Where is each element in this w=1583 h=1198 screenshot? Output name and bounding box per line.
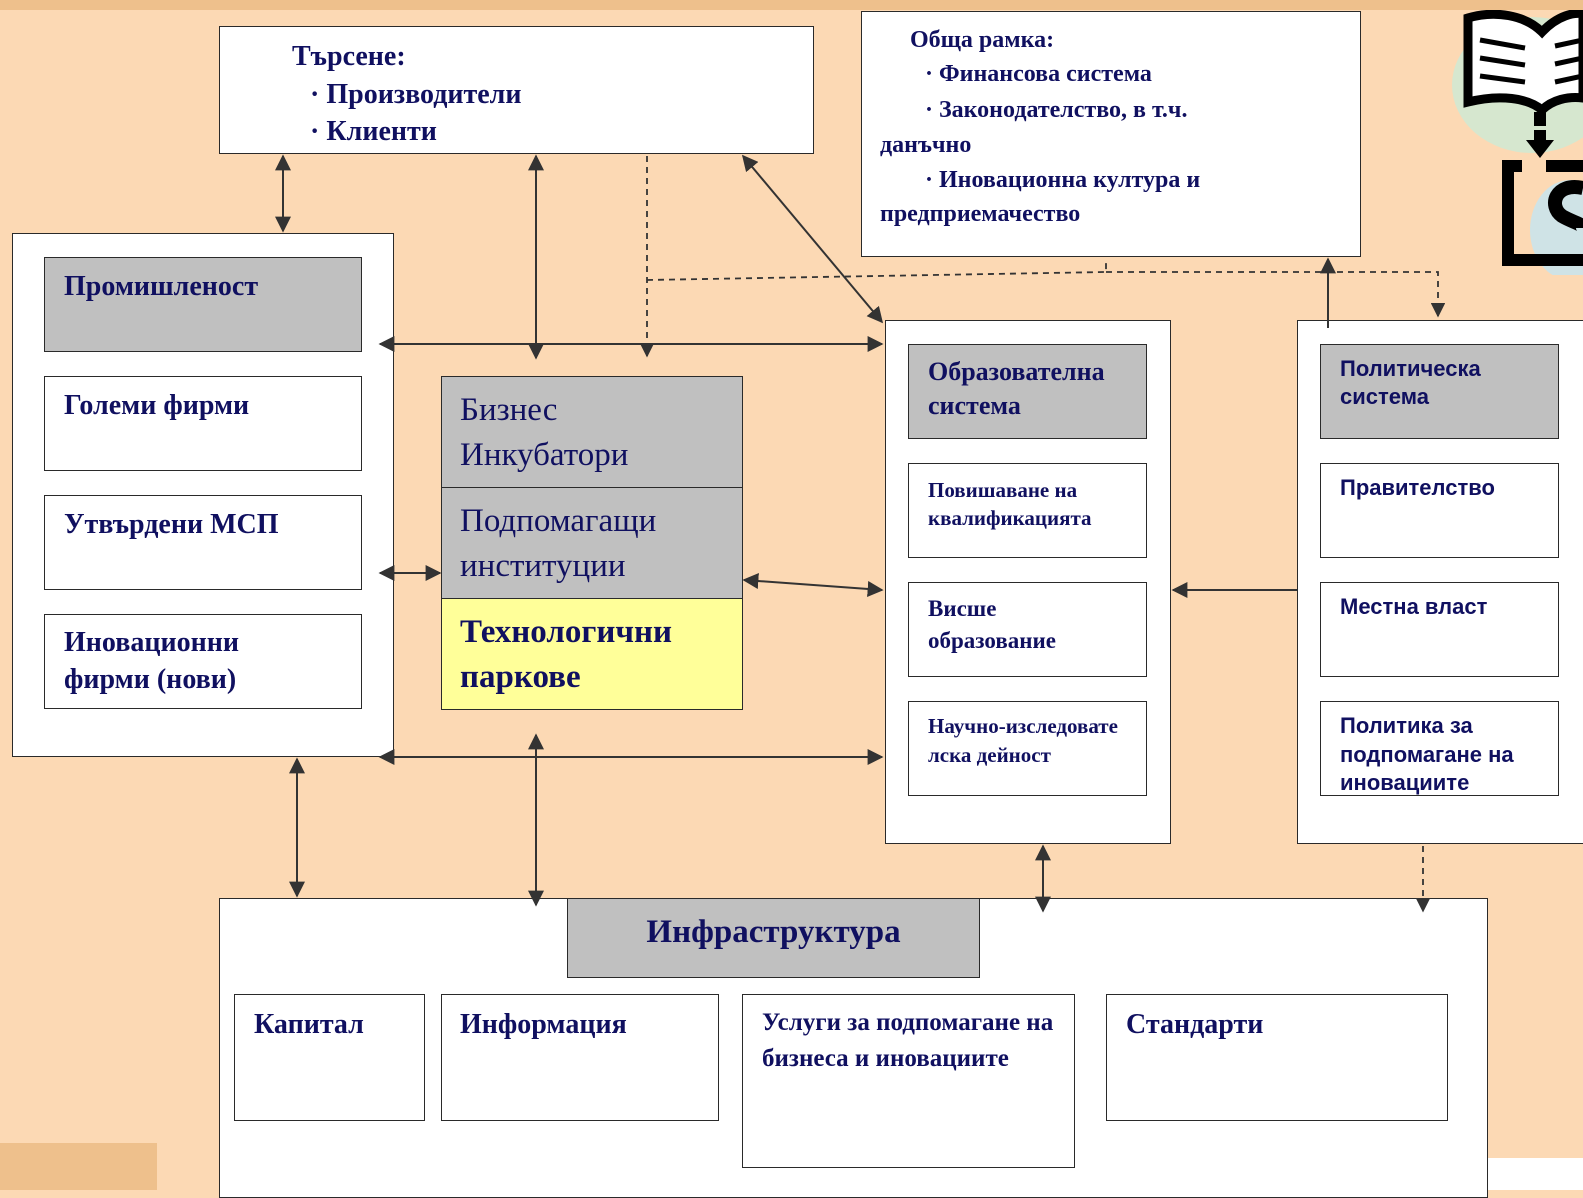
framework-innovation-culture: · Иновационна култура и: [925, 167, 1201, 193]
support-services-label: Услуги за подпомагане на бизнеса и инова…: [762, 1009, 1054, 1072]
local-authority-box: [1320, 582, 1559, 677]
capital-box: [234, 994, 425, 1121]
infrastructure-title: Инфраструктура: [646, 914, 901, 950]
book-money-icon: [1450, 9, 1583, 280]
dashed-framework-link: [646, 259, 1107, 281]
corner-decoration: [0, 1143, 157, 1190]
arrow-institutions-education: [742, 573, 884, 597]
higher-education-label: Висше образование: [928, 596, 1056, 654]
industry-header: [44, 257, 362, 352]
established-sme-box: [44, 495, 362, 590]
government-label: Правителство: [1340, 475, 1495, 500]
framework-tax: данъчно: [880, 132, 972, 158]
framework-title: Обща рамка:: [910, 27, 1055, 53]
framework-legislation: · Законодателство, в т.ч.: [925, 97, 1188, 123]
framework-financial: · Финансова система: [925, 61, 1152, 87]
demand-title: Търсене:: [292, 41, 406, 72]
top-band: [0, 0, 1583, 10]
research-box: [908, 701, 1147, 796]
framework-entrepreneurship: предприемачество: [880, 201, 1081, 227]
large-firms-label: Големи фирми: [64, 390, 250, 421]
dashed-framework-political: [1106, 271, 1446, 318]
large-firms-box: [44, 376, 362, 471]
innovation-policy-box: [1320, 701, 1559, 796]
institutions-label: Подпомагащи институции: [460, 503, 657, 584]
standards-box: [1106, 994, 1448, 1121]
local-authority-label: Местна власт: [1340, 594, 1488, 619]
political-header: [1320, 344, 1559, 439]
qualification-box: [908, 463, 1147, 558]
corner-strip: [1488, 1158, 1583, 1190]
innovative-firms-label: Иновационни фирми (нови): [64, 627, 239, 695]
demand-box: [219, 26, 814, 154]
higher-education-box: [908, 582, 1147, 677]
innovative-firms-box: [44, 614, 362, 709]
industry-title: Промишленост: [64, 271, 259, 302]
support-services-box: [742, 994, 1075, 1168]
demand-item-clients: · Клиенти: [310, 116, 437, 147]
infrastructure-header: [567, 898, 980, 978]
information-label: Информация: [460, 1009, 627, 1040]
standards-label: Стандарти: [1126, 1009, 1264, 1040]
research-label: Научно-изследователска дейност: [928, 714, 1118, 767]
capital-label: Капитал: [254, 1009, 364, 1040]
information-box: [441, 994, 719, 1121]
qualification-label: Повишаване на квалификацията: [928, 478, 1092, 531]
demand-item-producers: · Производители: [310, 79, 522, 110]
tech-parks-box: [441, 598, 743, 710]
government-box: [1320, 463, 1559, 558]
established-sme-label: Утвърдени МСП: [64, 509, 279, 540]
tech-parks-label: Технологични паркове: [460, 614, 672, 695]
framework-box: [861, 11, 1361, 257]
innovation-policy-label: Политика за подпомагане на иновациите: [1340, 713, 1514, 796]
institutions-box: [441, 487, 743, 599]
education-title: Образователна система: [928, 357, 1105, 420]
education-header: [908, 344, 1147, 439]
incubators-box: [441, 376, 743, 488]
political-title: Политическа система: [1340, 356, 1481, 410]
incubators-label: Бизнес Инкубатори: [460, 392, 629, 473]
